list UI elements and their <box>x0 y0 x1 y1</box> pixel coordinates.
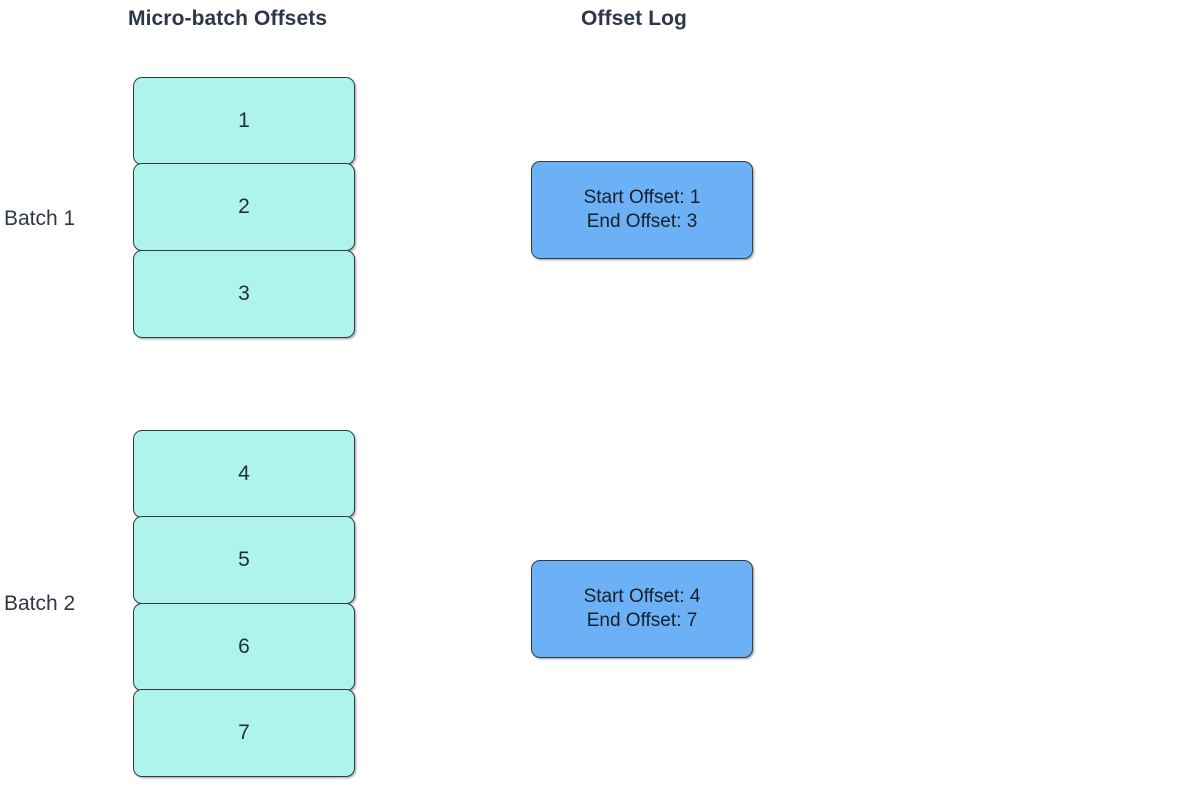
offset-box[interactable]: 5 <box>133 516 355 605</box>
offset-log-box-batch-2[interactable]: Start Offset: 4 End Offset: 7 <box>531 560 753 658</box>
offset-box[interactable]: 4 <box>133 430 355 518</box>
column-title-micro-batch-offsets: Micro-batch Offsets <box>128 7 328 30</box>
offset-stack-batch-1: 1 2 3 <box>133 77 355 338</box>
offset-log-box-batch-1[interactable]: Start Offset: 1 End Offset: 3 <box>531 161 753 259</box>
offset-log-end-line: End Offset: 3 <box>586 211 698 232</box>
offset-box[interactable]: 1 <box>133 77 355 165</box>
offset-stack-batch-2: 4 5 6 7 <box>133 430 355 778</box>
offset-log-start-line: Start Offset: 1 <box>583 187 701 208</box>
offset-box[interactable]: 3 <box>133 249 355 338</box>
batch-label-1: Batch 1 <box>4 207 76 230</box>
offset-box[interactable]: 2 <box>133 163 355 252</box>
column-title-offset-log: Offset Log <box>581 7 687 30</box>
batch-label-2: Batch 2 <box>4 592 76 615</box>
offset-box[interactable]: 6 <box>133 602 355 691</box>
offset-log-end-line: End Offset: 7 <box>586 610 698 631</box>
offset-log-start-line: Start Offset: 4 <box>583 586 701 607</box>
offset-box[interactable]: 7 <box>133 689 355 778</box>
